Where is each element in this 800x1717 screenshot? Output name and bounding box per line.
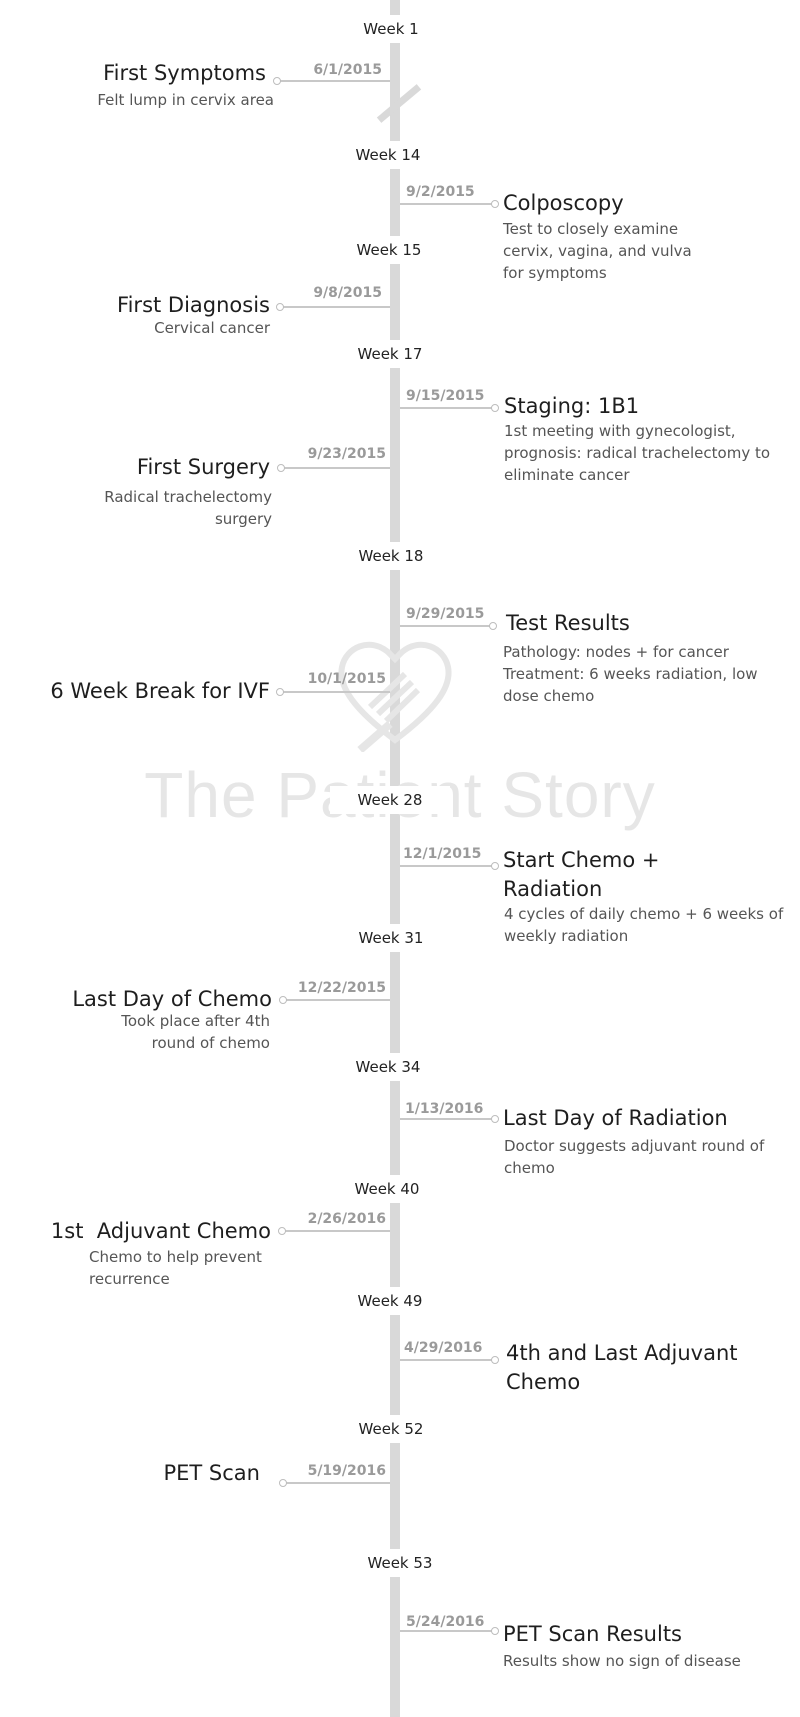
event-dot — [276, 688, 284, 696]
week-label: Week 40 — [327, 1175, 447, 1203]
event-date: 5/24/2016 — [406, 1614, 485, 1630]
event-date: 5/19/2016 — [307, 1463, 386, 1479]
event-title: Colposcopy — [503, 191, 624, 215]
heart-hand-logo-icon — [338, 641, 452, 752]
event-title: 1st Adjuvant Chemo — [50, 1219, 271, 1243]
event-title: PET Scan — [163, 1461, 261, 1485]
week-label: Week 18 — [331, 542, 451, 570]
event-date: 9/15/2015 — [406, 388, 485, 404]
event-description: Took place after 4th round of chemo — [121, 1012, 270, 1052]
event-connector — [400, 1118, 495, 1120]
event-connector — [400, 865, 495, 867]
event-connector — [400, 407, 495, 409]
event-date: 12/22/2015 — [297, 980, 386, 996]
event-dot — [491, 862, 499, 870]
event-description: Chemo to help prevent recurrence — [89, 1248, 262, 1288]
event-title: First Surgery — [136, 455, 270, 479]
event-date: 9/8/2015 — [313, 285, 382, 301]
event-title: Test Results — [506, 611, 630, 635]
event-connector — [285, 999, 390, 1001]
event-title: 6 Week Break for IVF — [50, 679, 270, 703]
event-date: 9/2/2015 — [406, 184, 475, 200]
event-dot — [278, 1227, 286, 1235]
event-title: Start Chemo + Radiation — [503, 848, 660, 901]
event-dot — [491, 1115, 499, 1123]
week-label: Week 52 — [331, 1415, 451, 1443]
event-dot — [276, 303, 284, 311]
week-label: Week 28 — [330, 786, 450, 814]
event-dot — [489, 622, 497, 630]
event-dot — [273, 77, 281, 85]
week-label: Week 17 — [330, 340, 450, 368]
event-date: 9/23/2015 — [307, 446, 386, 462]
event-description: Results show no sign of disease — [503, 1652, 741, 1670]
event-connector — [400, 1359, 495, 1361]
event-description: 1st meeting with gynecologist, prognosis… — [504, 422, 771, 484]
event-description: Doctor suggests adjuvant round of chemo — [504, 1137, 765, 1177]
event-dot — [491, 1627, 499, 1635]
event-title: Last Day of Chemo — [72, 987, 272, 1011]
event-connector — [278, 80, 390, 82]
event-description: Cervical cancer — [154, 319, 270, 337]
week-label: Week 1 — [331, 15, 451, 43]
event-title: PET Scan Results — [503, 1622, 682, 1646]
event-connector — [282, 691, 390, 693]
week-label: Week 15 — [329, 236, 449, 264]
week-label: Week 49 — [330, 1287, 450, 1315]
event-title: First Symptoms — [103, 61, 266, 85]
event-connector — [284, 1230, 390, 1232]
event-date: 10/1/2015 — [307, 671, 386, 687]
event-date: 2/26/2016 — [307, 1211, 386, 1227]
event-connector — [400, 1630, 495, 1632]
event-description: Radical trachelectomy surgery — [104, 488, 272, 528]
event-date: 6/1/2015 — [313, 62, 382, 78]
event-description: 4 cycles of daily chemo + 6 weeks of wee… — [504, 905, 784, 945]
event-date: 1/13/2016 — [405, 1101, 484, 1117]
event-dot — [491, 200, 499, 208]
event-date: 4/29/2016 — [404, 1340, 483, 1356]
event-description: Test to closely examine cervix, vagina, … — [503, 220, 692, 282]
event-connector — [283, 467, 390, 469]
event-dot — [491, 404, 499, 412]
event-title: Staging: 1B1 — [504, 394, 640, 418]
event-title: First Diagnosis — [117, 293, 270, 317]
week-label: Week 34 — [328, 1053, 448, 1081]
event-connector — [400, 203, 495, 205]
event-description: Felt lump in cervix area — [97, 91, 274, 109]
event-dot — [277, 464, 285, 472]
event-connector — [282, 306, 390, 308]
event-dot — [279, 996, 287, 1004]
event-connector — [285, 1482, 390, 1484]
event-date: 12/1/2015 — [403, 846, 482, 862]
event-title: 4th and Last Adjuvant Chemo — [506, 1341, 738, 1394]
event-dot — [491, 1356, 499, 1364]
week-label: Week 53 — [340, 1549, 460, 1577]
timeline-spine — [390, 0, 400, 1717]
event-date: 9/29/2015 — [406, 606, 485, 622]
event-title: Last Day of Radiation — [503, 1106, 728, 1130]
event-dot — [279, 1479, 287, 1487]
event-description: Pathology: nodes + for cancer Treatment:… — [503, 643, 758, 705]
event-connector — [400, 625, 493, 627]
week-label: Week 14 — [328, 141, 448, 169]
week-label: Week 31 — [331, 924, 451, 952]
